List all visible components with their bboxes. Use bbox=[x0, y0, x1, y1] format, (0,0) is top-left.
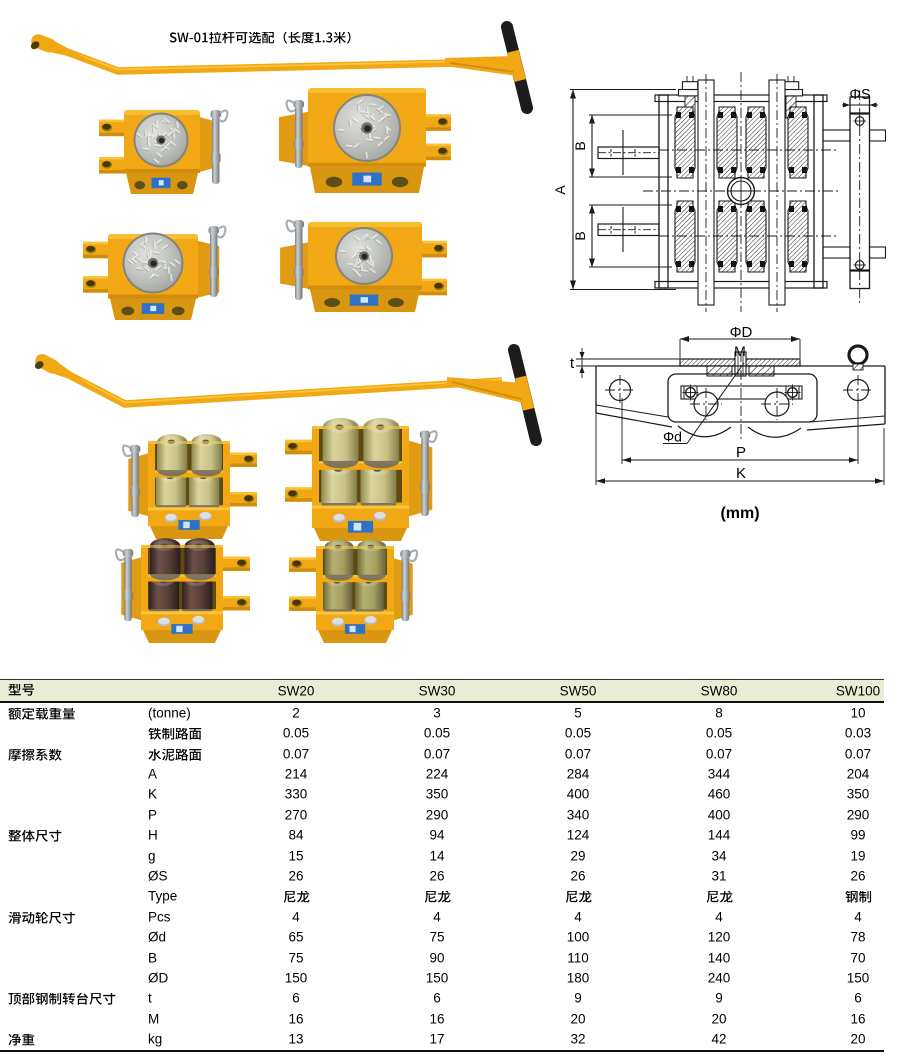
svg-text:t: t bbox=[570, 356, 574, 372]
svg-text:B: B bbox=[572, 141, 588, 150]
svg-text:M: M bbox=[734, 343, 746, 359]
svg-text:(mm): (mm) bbox=[720, 505, 759, 522]
svg-text:Φd: Φd bbox=[663, 429, 682, 445]
svg-text:B: B bbox=[572, 231, 588, 240]
svg-text:ΦS: ΦS bbox=[849, 87, 870, 103]
svg-text:P: P bbox=[736, 444, 746, 461]
svg-text:ΦD: ΦD bbox=[730, 324, 753, 341]
svg-text:K: K bbox=[736, 465, 746, 482]
svg-text:A: A bbox=[552, 185, 568, 195]
